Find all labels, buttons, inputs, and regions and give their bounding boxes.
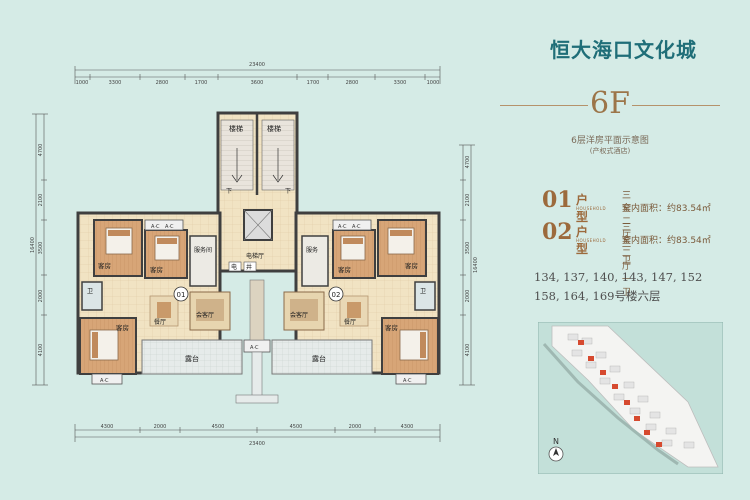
guest-room-label: 客房: [338, 265, 351, 274]
down-label: 下: [285, 188, 291, 195]
household-tag: HOUSEHOLD: [576, 206, 607, 211]
dim-top: 3300: [394, 80, 407, 86]
ac-label: A·C: [151, 224, 160, 230]
ac-label: A·C: [403, 378, 412, 384]
unit-02-marker-label: 02: [332, 291, 341, 299]
elevator-hall-label: 电梯厅: [246, 252, 264, 260]
service-room: [301, 235, 329, 287]
floor-plan: 23400 1000 3300 2800 1700 3600 1700 2800…: [30, 62, 479, 447]
bathroom: [414, 281, 436, 311]
floor-label: 6F: [590, 86, 630, 121]
dim-bottom: 4500: [290, 424, 303, 430]
dim-top: 3300: [109, 80, 122, 86]
dim-right: 4700: [465, 156, 471, 169]
terrace-label: 露台: [185, 354, 199, 363]
unit-area: 套内面积：约83.54㎡: [622, 236, 711, 246]
dim-left: 4700: [38, 144, 44, 157]
down-label: 下: [226, 188, 232, 195]
household-tag: HOUSEHOLD: [576, 238, 607, 243]
floor-note: (产权式酒店): [589, 147, 631, 155]
unit-type-label: 户型: [576, 193, 589, 224]
service-short-label: 服务: [306, 246, 318, 254]
dim-total-top: 23400: [249, 62, 265, 68]
unit-01-number: 01: [542, 187, 573, 213]
dim-bottom: 2000: [154, 424, 167, 430]
building-numbers-line-1: 134, 137, 140, 143, 147, 152: [534, 270, 703, 284]
dim-right: 2100: [465, 194, 471, 207]
ac-label: A·C: [250, 345, 259, 351]
unit-spec: 三室二厅一卫: [622, 223, 632, 298]
north-label: N: [553, 437, 559, 446]
dim-bottom: 4300: [401, 424, 414, 430]
site-map: N: [538, 322, 723, 474]
terrace: [141, 339, 243, 375]
dim-top: 1000: [427, 80, 440, 86]
ac-label: A·C: [100, 378, 109, 384]
dim-left: 2100: [38, 194, 44, 207]
bathroom: [81, 281, 103, 311]
guest-room-label: 客房: [405, 261, 418, 270]
dim-right: 4100: [465, 344, 471, 357]
unit-spec: 三室二厅一卫: [622, 191, 632, 266]
guest-room-label: 客房: [150, 265, 163, 274]
building-numbers-line-2: 158, 164, 169号楼六层: [534, 289, 661, 303]
dim-top: 1700: [195, 80, 208, 86]
dim-right: 2000: [465, 290, 471, 303]
dining-label: 餐厅: [344, 318, 356, 326]
guest-room-label: 客房: [98, 261, 111, 270]
elec-label: 电: [231, 263, 237, 271]
dim-left: 4100: [38, 344, 44, 357]
dim-bottom: 4500: [212, 424, 225, 430]
ac-label: A·C: [352, 224, 361, 230]
dim-top: 3600: [251, 80, 264, 86]
floor-subtitle: 6层洋房平面示意图: [571, 136, 649, 146]
ornament-right: [632, 105, 720, 106]
service-room: [189, 235, 217, 287]
terrace-label: 露台: [312, 354, 326, 363]
guest-room-label: 客房: [385, 323, 398, 332]
stair-label: 楼梯: [229, 124, 243, 133]
terrace: [271, 339, 373, 375]
unit-type-label: 户型: [576, 225, 589, 256]
well-label: 井: [246, 263, 252, 271]
dining-area: [149, 295, 179, 327]
dim-bottom: 4300: [101, 424, 114, 430]
dim-left: 3500: [38, 242, 44, 255]
dim-top: 2800: [346, 80, 359, 86]
living-label: 会客厅: [196, 311, 214, 319]
dining-label: 餐厅: [154, 318, 166, 326]
unit-02-marker: [328, 286, 344, 302]
dim-top: 1000: [76, 80, 89, 86]
dim-left: 2000: [38, 290, 44, 303]
dim-top: 2800: [156, 80, 169, 86]
unit-area: 套内面积：约83.54㎡: [622, 204, 711, 214]
guest-room-label: 客房: [116, 323, 129, 332]
stair-label: 楼梯: [267, 124, 281, 133]
unit-01-marker-label: 01: [177, 291, 186, 299]
dim-bottom: 2000: [349, 424, 362, 430]
ornament-left: [500, 105, 588, 106]
project-title: 恒大海口文化城: [550, 38, 697, 62]
dim-left-total: 16400: [30, 237, 36, 253]
living-label: 会客厅: [290, 311, 308, 319]
dim-total-bottom: 23400: [249, 441, 265, 447]
bath-label: 卫: [420, 288, 426, 295]
unit-01-marker: [173, 286, 189, 302]
dim-right: 3500: [465, 242, 471, 255]
unit-02-number: 02: [542, 219, 573, 245]
info-panel: 恒大海口文化城 6F 6层洋房平面示意图 (产权式酒店) 01 户型 HOUSE…: [480, 0, 750, 500]
bath-label: 卫: [87, 288, 93, 295]
ac-label: A·C: [165, 224, 174, 230]
service-room-label: 服务间: [194, 246, 212, 254]
dim-top: 1700: [307, 80, 320, 86]
dim-right-total: 16400: [473, 257, 479, 273]
ac-label: A·C: [338, 224, 347, 230]
